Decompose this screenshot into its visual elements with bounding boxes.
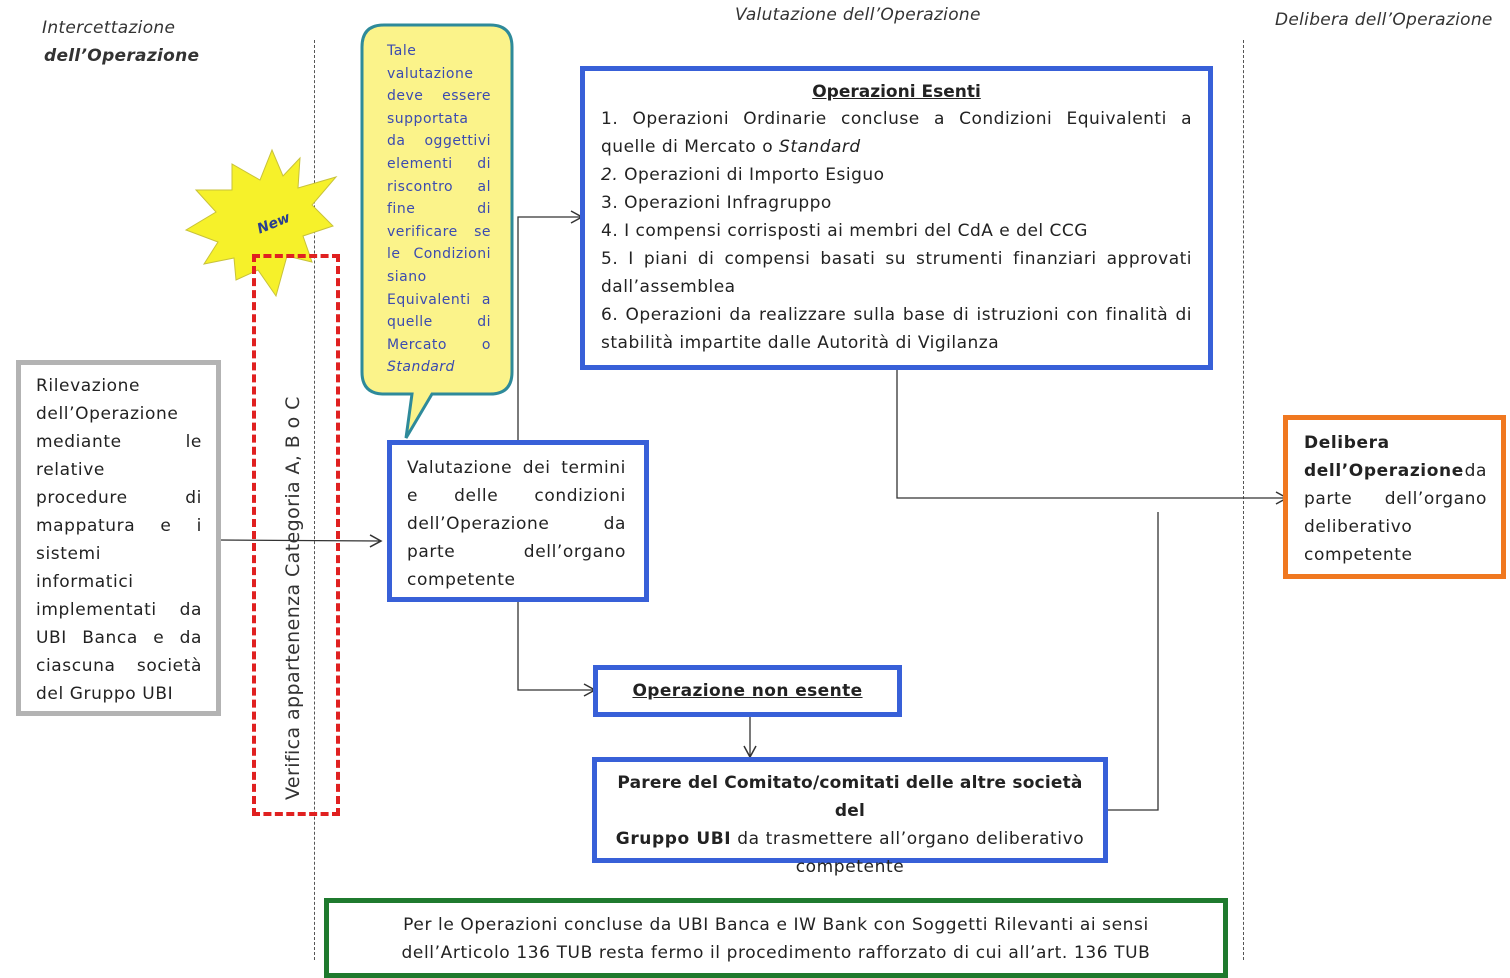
header-intercettazione-line2: dell’Operazione [44,46,200,66]
bubble-line: supportata [387,110,469,127]
valutazione-line: e delle condizioni [407,486,626,506]
bubble-line: da oggettivi [387,133,491,150]
operazioni-esenti-box: Operazioni Esenti 1. Operazioni Ordinari… [580,66,1213,370]
bubble-line: fine di [387,201,491,218]
valutazione-line: Valutazione dei termini [407,458,626,478]
esenti-item-5: 5. I piani di compensi basati su strumen… [601,245,1192,301]
header-intercettazione-line1: Intercettazione [42,18,176,38]
esenti-item-text: 5. I piani di compensi basati su strumen… [601,249,1192,269]
header-intercettazione: Intercettazione dell’Operazione [40,14,210,70]
operazione-non-esente-box: Operazione non esente [593,665,902,717]
delibera-line2: dell’Operazione da [1304,457,1487,485]
rilevazione-line: sistemi [36,544,102,564]
esenti-item-number: 2. [601,165,619,185]
bubble-line: elementi di [387,155,491,172]
rilevazione-line: mappatura e i [36,516,202,536]
footer-line1: Per le Operazioni concluse da UBI Banca … [403,915,1149,935]
new-badge-text: New [255,210,293,238]
delibera-text: da [1464,461,1487,481]
esenti-item-italic: Standard [779,137,861,157]
rilevazione-line: ciascuna società [36,656,202,676]
footer-note-box: Per le Operazioni concluse da UBI Banca … [324,898,1228,978]
bubble-line: deve essere [387,88,491,105]
valutazione-box: Valutazione dei termini e delle condizio… [387,440,649,602]
esenti-item-2: 2. Operazioni di Importo Esiguo [601,161,1192,189]
delibera-line5: competente [1304,545,1413,565]
esenti-item-text: Operazioni di Importo Esiguo [618,165,885,185]
verifica-categoria-label: Verifica appartenenza Categoria A, B o C [282,396,304,800]
line-parere-to-delibera [1104,512,1159,811]
delibera-line4: deliberativo [1304,517,1413,537]
bubble-line: Equivalenti a [387,291,491,308]
rilevazione-box: Rilevazione dell’Operazione mediante le … [16,360,221,716]
delibera-box: Delibera dell’Operazione da parte dell’o… [1283,415,1506,579]
rilevazione-line: Rilevazione [36,376,141,396]
verifica-categoria-box [252,254,340,816]
arrow-esenti-to-delibera [896,368,1289,505]
non-esente-title: Operazione non esente [632,681,863,701]
parere-line1: Parere del Comitato/comitati delle altre… [617,773,1083,821]
bubble-line: valutazione [387,65,474,82]
bubble-line: le Condizioni [387,246,491,263]
rilevazione-line: procedure di [36,488,202,508]
rilevazione-line: implementati da [36,600,202,620]
arrow-valutazione-to-non-esente [517,600,597,697]
bubble-line: Standard [387,359,455,376]
header-delibera: Delibera dell’Operazione [1275,10,1493,30]
esenti-item-text-cont: dall’assemblea [601,277,736,297]
bubble-line: siano [387,268,427,285]
valutazione-line: parte dell’organo [407,542,626,562]
bubble-line: Tale [387,43,417,59]
footer-line2: dell’Articolo 136 TUB resta fermo il pro… [401,943,1151,963]
esenti-item-text: 1. Operazioni Ordinarie concluse a Condi… [601,109,1192,129]
header-valutazione: Valutazione dell’Operazione [735,5,981,25]
esenti-item-text: 6. Operazioni da realizzare sulla base d… [601,305,1192,325]
rilevazione-line: UBI Banca e da [36,628,202,648]
esenti-title: Operazioni Esenti [812,82,981,102]
parere-box: Parere del Comitato/comitati delle altre… [592,757,1108,877]
rilevazione-line: del Gruppo UBI [36,684,174,704]
esenti-item-6: 6. Operazioni da realizzare sulla base d… [601,301,1192,357]
esenti-item-1: 1. Operazioni Ordinarie concluse a Condi… [601,105,1192,161]
bubble-line: Mercato o [387,336,491,353]
bubble-line: riscontro al [387,178,491,195]
rilevazione-line: informatici [36,572,134,592]
delibera-line1: Delibera [1304,433,1390,453]
parere-line2: Gruppo UBI da trasmettere all’organo del… [605,825,1095,853]
parere-line3: competente [795,857,905,877]
delibera-line3: parte dell’organo [1304,489,1487,509]
bubble-line: verificare se [387,223,491,240]
esenti-item-text: quelle di Mercato o [601,137,780,157]
column-divider-right [1243,40,1244,960]
arrow-valutazione-to-esenti [517,210,584,442]
bubble-line: quelle di [387,314,491,331]
parere-text: da trasmettere all’organo deliberativo [731,829,1085,849]
esenti-item-4: 4. I compensi corrisposti ai membri del … [601,221,1088,241]
esenti-item-text-cont: quelle di Mercato o Standard [601,133,1192,161]
delibera-bold: dell’Operazione [1304,461,1464,481]
valutazione-line: competente [407,570,516,590]
rilevazione-line: dell’Operazione [36,404,179,424]
rilevazione-line: relative [36,460,105,480]
column-divider-left [314,40,315,960]
esenti-item-3: 3. Operazioni Infragruppo [601,193,832,213]
rilevazione-line: mediante le [36,432,202,452]
parere-bold: Gruppo UBI [615,829,732,849]
esenti-item-text-cont: stabilità impartite dalle Autorità di Vi… [601,333,1000,353]
valutazione-line: dell’Operazione da [407,514,626,534]
speech-bubble-text: Tale valutazione deve essere supportata … [387,40,491,379]
